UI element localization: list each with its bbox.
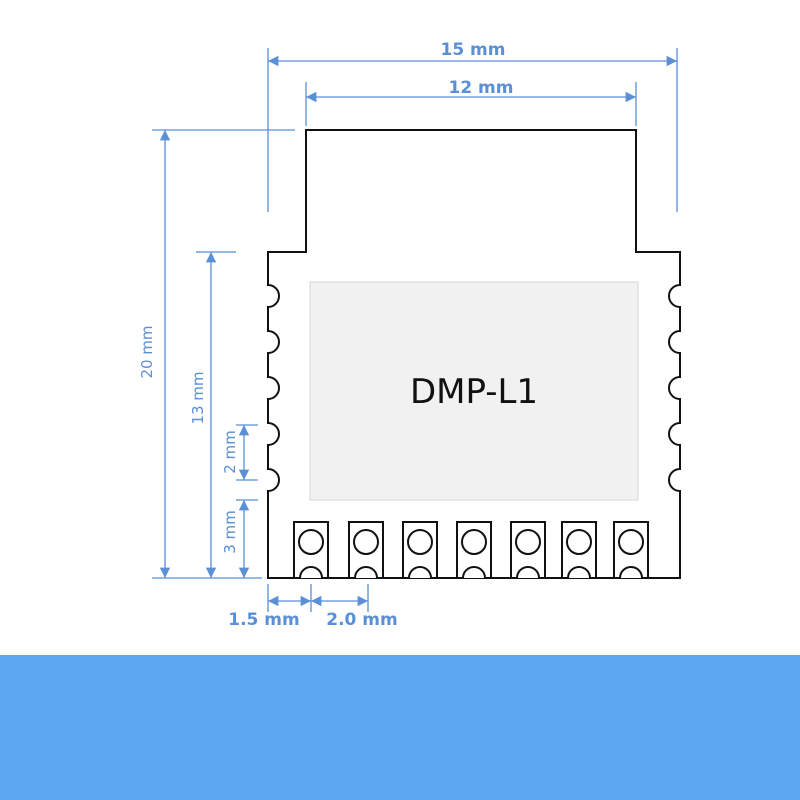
pad-half-hole	[462, 566, 486, 579]
right-notch-mask	[680, 286, 684, 306]
left-castellated-pin	[267, 376, 280, 400]
left-castellated-pin	[267, 468, 280, 492]
dimension-pad-area-height: 3 mm	[221, 510, 239, 554]
footer-band	[0, 655, 800, 800]
left-notch-mask	[264, 470, 268, 490]
right-notch-mask	[680, 470, 684, 490]
left-castellated-pin	[267, 284, 280, 308]
dimension-pad-pitch-bottom: 2.0 mm	[326, 610, 397, 630]
right-castellated-pin	[668, 284, 681, 308]
right-castellations	[668, 284, 684, 492]
pad-hole	[407, 529, 433, 555]
pad-half-hole	[408, 566, 432, 579]
pad-hole	[618, 529, 644, 555]
right-castellated-pin	[668, 422, 681, 446]
left-notch-mask	[264, 286, 268, 306]
bottom-pads	[293, 521, 649, 579]
right-notch-mask	[680, 332, 684, 352]
left-castellated-pin	[267, 330, 280, 354]
module-name: DMP-L1	[410, 372, 538, 412]
dimension-height-total: 20 mm	[138, 325, 156, 378]
pad-half-hole	[299, 566, 323, 579]
right-castellated-pin	[668, 468, 681, 492]
dimension-width-top: 12 mm	[448, 78, 513, 98]
pad-hole	[298, 529, 324, 555]
right-castellated-pin	[668, 330, 681, 354]
pad-half-hole	[619, 566, 643, 579]
dimension-pin-pitch-side: 2 mm	[221, 430, 239, 474]
right-notch-mask	[680, 378, 684, 398]
left-castellated-pin	[267, 422, 280, 446]
left-notch-mask	[264, 378, 268, 398]
left-castellations	[264, 284, 280, 492]
dimension-pad-edge-offset: 1.5 mm	[228, 610, 299, 630]
pad-hole	[353, 529, 379, 555]
pad-half-hole	[516, 566, 540, 579]
dimension-width-total: 15 mm	[440, 40, 505, 60]
pad-hole	[515, 529, 541, 555]
module-label-area	[309, 281, 639, 501]
left-notch-mask	[264, 424, 268, 444]
left-notch-mask	[264, 332, 268, 352]
pad-hole	[461, 529, 487, 555]
pad-hole	[566, 529, 592, 555]
pad-half-hole	[354, 566, 378, 579]
right-castellated-pin	[668, 376, 681, 400]
pad-half-hole	[567, 566, 591, 579]
right-notch-mask	[680, 424, 684, 444]
dimension-height-castellated: 13 mm	[189, 371, 207, 424]
